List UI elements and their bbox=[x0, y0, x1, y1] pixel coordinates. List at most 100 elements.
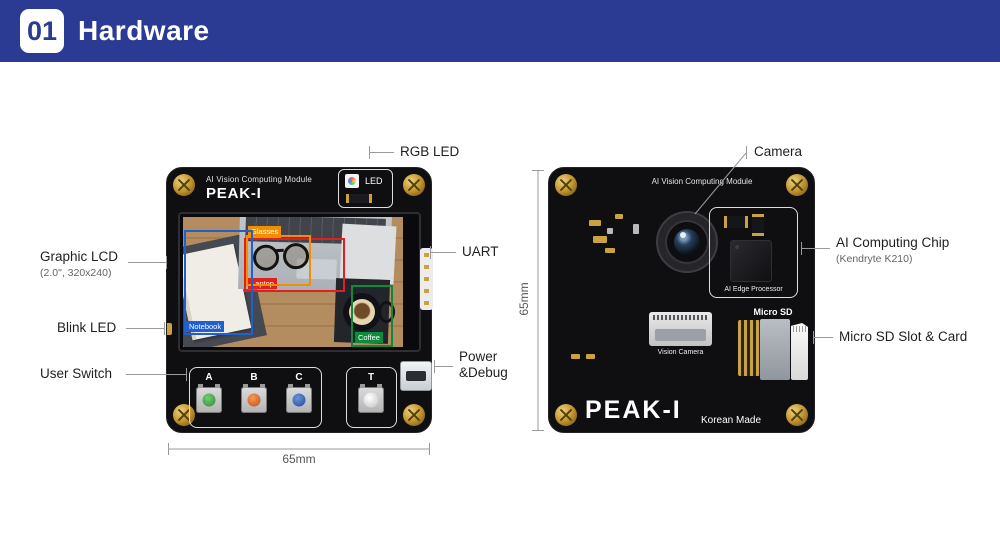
sd-slot-cage bbox=[760, 319, 790, 380]
rgb-led-module: LED bbox=[338, 169, 393, 208]
detection-label: Laptop bbox=[248, 277, 277, 289]
connector-slot bbox=[406, 371, 426, 381]
connector-slot bbox=[655, 329, 706, 341]
camera-glint bbox=[680, 232, 686, 238]
front-board: AI Vision Computing Module PEAK-I LED bbox=[166, 167, 433, 433]
callout-ai-chip: AI Computing Chip (Kendryte K210) bbox=[836, 235, 949, 266]
header-bar: 01 Hardware bbox=[0, 0, 1000, 62]
rgb-led-dot bbox=[348, 177, 356, 185]
callout-power-line2: &Debug bbox=[459, 365, 508, 380]
switch-label: T bbox=[367, 372, 375, 383]
screw-icon bbox=[555, 404, 577, 426]
screw-icon bbox=[555, 174, 577, 196]
callout-power-line1: Power bbox=[459, 349, 498, 364]
led-driver-chip bbox=[346, 194, 372, 203]
front-module-title: AI Vision Computing Module bbox=[206, 175, 312, 184]
smd-chip bbox=[724, 216, 748, 228]
sd-card bbox=[791, 323, 808, 380]
screw-icon bbox=[403, 174, 425, 196]
tact-switch bbox=[241, 384, 267, 413]
callout-blink-led: Blink LED bbox=[57, 320, 117, 335]
callout-ai-chip-text: AI Computing Chip bbox=[836, 235, 950, 250]
made-in-label: Korean Made bbox=[701, 415, 762, 426]
scene-latte bbox=[349, 299, 375, 325]
k210-chip bbox=[731, 241, 771, 281]
detection-label: Coffee bbox=[355, 331, 383, 343]
callout-uart: UART bbox=[462, 244, 499, 259]
vision-camera-label: Vision Camera bbox=[657, 349, 704, 356]
uart-pins bbox=[424, 253, 429, 305]
switch-cap bbox=[247, 393, 261, 407]
user-switch-c: C bbox=[282, 372, 316, 413]
switch-label: C bbox=[295, 372, 303, 383]
lcd-photo: Laptop Glasses Notebook Coffee bbox=[183, 217, 403, 347]
detection-box-coffee: Coffee bbox=[351, 285, 393, 347]
tact-switch bbox=[358, 384, 384, 413]
user-switch-b: B bbox=[237, 372, 271, 413]
callout-graphic-lcd: Graphic LCD (2.0", 320x240) bbox=[40, 249, 118, 280]
switch-cap bbox=[363, 392, 379, 408]
user-switch-group: A B C bbox=[189, 367, 322, 428]
led-label: LED bbox=[365, 176, 383, 186]
switch-label: A bbox=[205, 372, 213, 383]
page-title: Hardware bbox=[78, 15, 210, 46]
t-switch: T bbox=[354, 372, 388, 413]
callout-graphic-lcd-sub: (2.0", 320x240) bbox=[40, 267, 112, 279]
smd-component bbox=[571, 354, 580, 359]
callout-camera: Camera bbox=[754, 144, 803, 159]
smd-component bbox=[615, 214, 623, 219]
back-board: AI Vision Computing Module AI Edge Proce… bbox=[548, 167, 815, 433]
callout-graphic-lcd-text: Graphic LCD bbox=[40, 249, 119, 264]
callout-ai-chip-sub: (Kendryte K210) bbox=[836, 253, 913, 265]
screw-icon bbox=[173, 174, 195, 196]
detection-box-laptop: Laptop bbox=[244, 238, 345, 292]
blink-led bbox=[167, 323, 172, 335]
section-number-badge: 01 bbox=[20, 9, 64, 53]
screw-icon bbox=[403, 404, 425, 426]
edge-processor-label: AI Edge Processor bbox=[724, 286, 783, 293]
t-switch-group: T bbox=[346, 367, 397, 428]
smd-component bbox=[589, 220, 601, 226]
uart-connector bbox=[420, 248, 433, 310]
vision-camera-connector bbox=[649, 312, 712, 346]
switch-cap bbox=[202, 393, 216, 407]
tact-switch bbox=[196, 384, 222, 413]
smd-chip bbox=[752, 214, 764, 236]
connector-pins bbox=[653, 315, 708, 320]
rgb-led-icon bbox=[345, 174, 359, 188]
detection-label: Glasses bbox=[248, 226, 282, 238]
ai-edge-processor-box: AI Edge Processor bbox=[709, 207, 798, 298]
smd-component bbox=[607, 228, 613, 234]
callout-rgb-led: RGB LED bbox=[400, 144, 460, 159]
sd-slot-pins bbox=[738, 320, 760, 376]
back-module-name: PEAK-I bbox=[585, 396, 682, 424]
switch-label: B bbox=[250, 372, 258, 383]
front-board-dimension: 65mm bbox=[282, 452, 316, 466]
smd-component bbox=[605, 248, 615, 253]
camera-module bbox=[656, 211, 718, 273]
detection-label: Notebook bbox=[186, 320, 225, 332]
smd-component bbox=[633, 224, 639, 234]
back-module-title: AI Vision Computing Module bbox=[651, 177, 753, 186]
smd-component bbox=[586, 354, 595, 359]
screw-icon bbox=[786, 404, 808, 426]
camera-barrel bbox=[665, 220, 709, 264]
front-module-name: PEAK-I bbox=[206, 185, 262, 202]
camera-lens bbox=[674, 229, 700, 255]
switch-cap bbox=[292, 393, 306, 407]
detection-box-glasses: Glasses bbox=[246, 226, 311, 286]
callout-power-debug: Power &Debug bbox=[459, 349, 508, 381]
scene-mug-handle bbox=[378, 301, 395, 323]
section-number: 01 bbox=[26, 15, 58, 46]
scene-paper bbox=[339, 223, 397, 285]
graphic-lcd: Laptop Glasses Notebook Coffee bbox=[178, 212, 421, 352]
power-debug-connector bbox=[400, 361, 432, 391]
detection-box-notebook: Notebook bbox=[184, 230, 253, 335]
back-board-dimension: 65mm bbox=[517, 282, 531, 316]
screw-icon bbox=[786, 174, 808, 196]
user-switch-a: A bbox=[192, 372, 226, 413]
smd-component bbox=[593, 236, 607, 243]
sd-card-contacts bbox=[793, 326, 806, 332]
